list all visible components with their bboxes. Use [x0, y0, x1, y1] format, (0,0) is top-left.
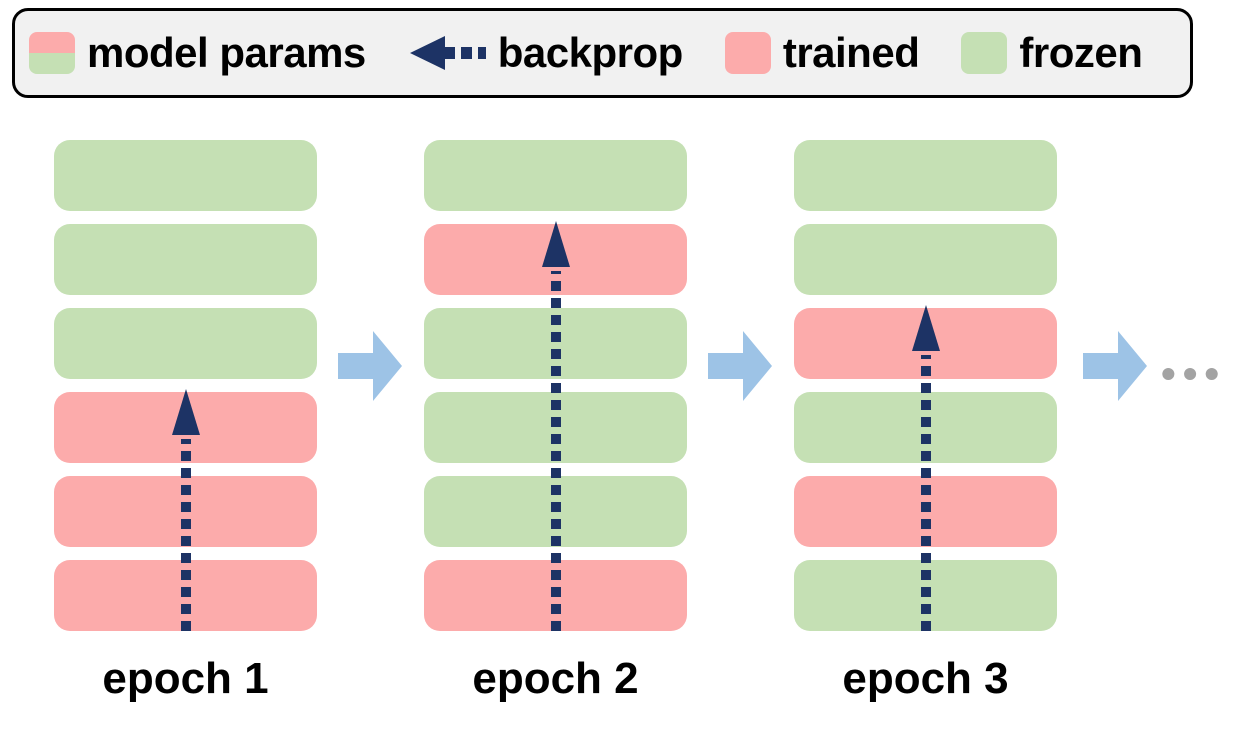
epoch-1-label: epoch 1 [102, 654, 269, 703]
legend-item-frozen: frozen [961, 29, 1143, 77]
epoch-3-block-2 [794, 224, 1057, 295]
frozen-swatch-icon [961, 32, 1008, 74]
legend-label-model-params: model params [87, 29, 366, 76]
legend-label-trained: trained [782, 29, 920, 76]
model-params-swatch-icon [29, 32, 75, 74]
legend-item-backprop: backprop [408, 29, 683, 77]
epoch-1-block-3 [54, 308, 317, 379]
next-epoch-arrow-3 [1083, 331, 1147, 401]
legend-label-frozen: frozen [1019, 29, 1143, 76]
next-epoch-arrow-2 [708, 331, 772, 401]
epoch-2-label: epoch 2 [472, 654, 639, 703]
backprop-arrow-epoch-1 [172, 389, 200, 631]
epoch-1-block-1 [54, 140, 317, 211]
epoch-3-block-1 [794, 140, 1057, 211]
ellipsis-dots: ••• [1161, 350, 1227, 397]
legend-item-model-params: model params [29, 29, 366, 77]
backprop-arrow-epoch-3 [912, 305, 940, 631]
trained-swatch-icon [724, 32, 771, 74]
backprop-arrow-epoch-2 [542, 221, 570, 631]
legend-box: model params backprop trained frozen [12, 8, 1193, 98]
model-params-swatch-frozen-half [29, 53, 75, 74]
legend-item-trained: trained [724, 29, 920, 77]
legend-label-backprop: backprop [497, 29, 684, 76]
model-params-swatch-trained-half [29, 32, 75, 53]
backprop-arrow-icon [409, 36, 486, 70]
next-epoch-arrow-1 [338, 331, 402, 401]
epoch-1-block-2 [54, 224, 317, 295]
epoch-2-block-1 [424, 140, 687, 211]
epoch-3-label: epoch 3 [842, 654, 1009, 703]
